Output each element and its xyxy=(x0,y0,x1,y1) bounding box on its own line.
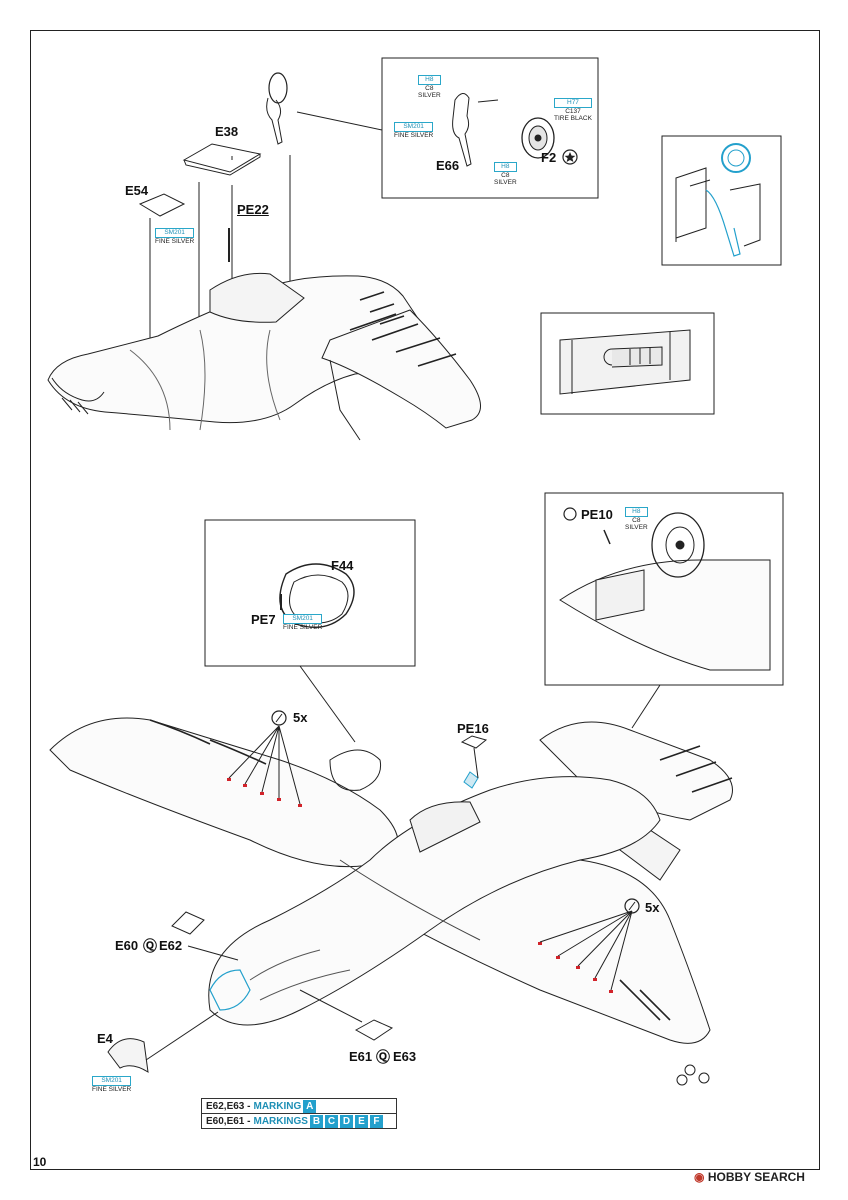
label-pe22: PE22 xyxy=(237,202,269,217)
e60-part xyxy=(171,911,205,935)
top-wheel xyxy=(268,72,288,104)
label-e66: E66 xyxy=(436,158,460,173)
label-pe16: PE16 xyxy=(457,721,489,736)
paint-sm201-e4: SM201 FINE SILVER xyxy=(92,1076,132,1093)
label-e4: E4 xyxy=(97,1031,113,1046)
count-right: 5x xyxy=(645,900,660,915)
markings-row-2: E60,E61 - MARKINGS B C D E F xyxy=(201,1113,397,1129)
label-pe10: PE10 xyxy=(581,507,613,522)
star-icon xyxy=(562,149,578,165)
paint-sm201-f44: SM201 FINE SILVER xyxy=(283,614,323,631)
top-wing xyxy=(321,309,481,429)
markings-legend: E62,E63 - MARKING A E60,E61 - MARKINGS B… xyxy=(201,1098,397,1129)
marking-box: A xyxy=(303,1099,317,1113)
e61-part xyxy=(354,1019,394,1041)
e38-panel xyxy=(182,143,262,173)
paint-h77-inset: H77 C137 TIRE BLACK xyxy=(554,98,592,122)
label-e63: E63 xyxy=(393,1049,417,1064)
flip-icon xyxy=(563,507,577,521)
e54-panel xyxy=(138,193,186,217)
marking-box: F xyxy=(369,1114,383,1128)
label-e60: E60 xyxy=(115,938,139,953)
label-pe7: PE7 xyxy=(251,612,276,627)
f44-inset-frame xyxy=(204,519,416,667)
pe10-wheel xyxy=(651,512,705,578)
e4-part xyxy=(107,1038,149,1073)
option-icon-e60: Ⓠ xyxy=(143,938,157,954)
option-icon-e61: Ⓠ xyxy=(376,1049,390,1065)
watermark: ◉ HOBBY SEARCH xyxy=(694,1170,805,1184)
label-f44: F44 xyxy=(331,558,354,573)
label-e54: E54 xyxy=(125,183,149,198)
marking-box: D xyxy=(339,1114,353,1128)
f2-wheel xyxy=(521,117,555,159)
paint-sm201-top: SM201 FINE SILVER xyxy=(155,228,195,245)
marking-box: C xyxy=(324,1114,338,1128)
count-top: 5x xyxy=(293,710,308,725)
label-f2: F2 xyxy=(541,150,557,165)
label-e61: E61 xyxy=(349,1049,373,1064)
marking-box: E xyxy=(354,1114,368,1128)
label-e38: E38 xyxy=(215,124,239,139)
pe16-part xyxy=(460,735,488,749)
paint-h8-inset2: H8 C8 SILVER xyxy=(494,162,517,186)
marking-box: B xyxy=(309,1114,323,1128)
watermark-logo-icon: ◉ xyxy=(694,1170,705,1184)
highlight-ring xyxy=(721,143,751,173)
label-e62: E62 xyxy=(159,938,183,953)
page-frame xyxy=(30,30,820,1170)
nose-window xyxy=(209,969,251,1011)
paint-sm201-inset: SM201 FINE SILVER xyxy=(394,122,434,139)
marker-dots xyxy=(227,778,613,993)
paint-h8-inset: H8 C8 SILVER xyxy=(418,75,441,99)
drill-icon-right xyxy=(624,898,640,914)
markings-row-1: E62,E63 - MARKING A xyxy=(201,1098,397,1114)
e66-strut xyxy=(452,93,472,167)
drill-icon-top xyxy=(271,710,287,726)
left-wing xyxy=(49,717,399,868)
f44-canopy xyxy=(329,749,382,791)
paint-h8-pe10: H8 C8 SILVER xyxy=(625,507,648,531)
page-number: 10 xyxy=(33,1155,47,1169)
main-fuselage xyxy=(208,776,661,1026)
